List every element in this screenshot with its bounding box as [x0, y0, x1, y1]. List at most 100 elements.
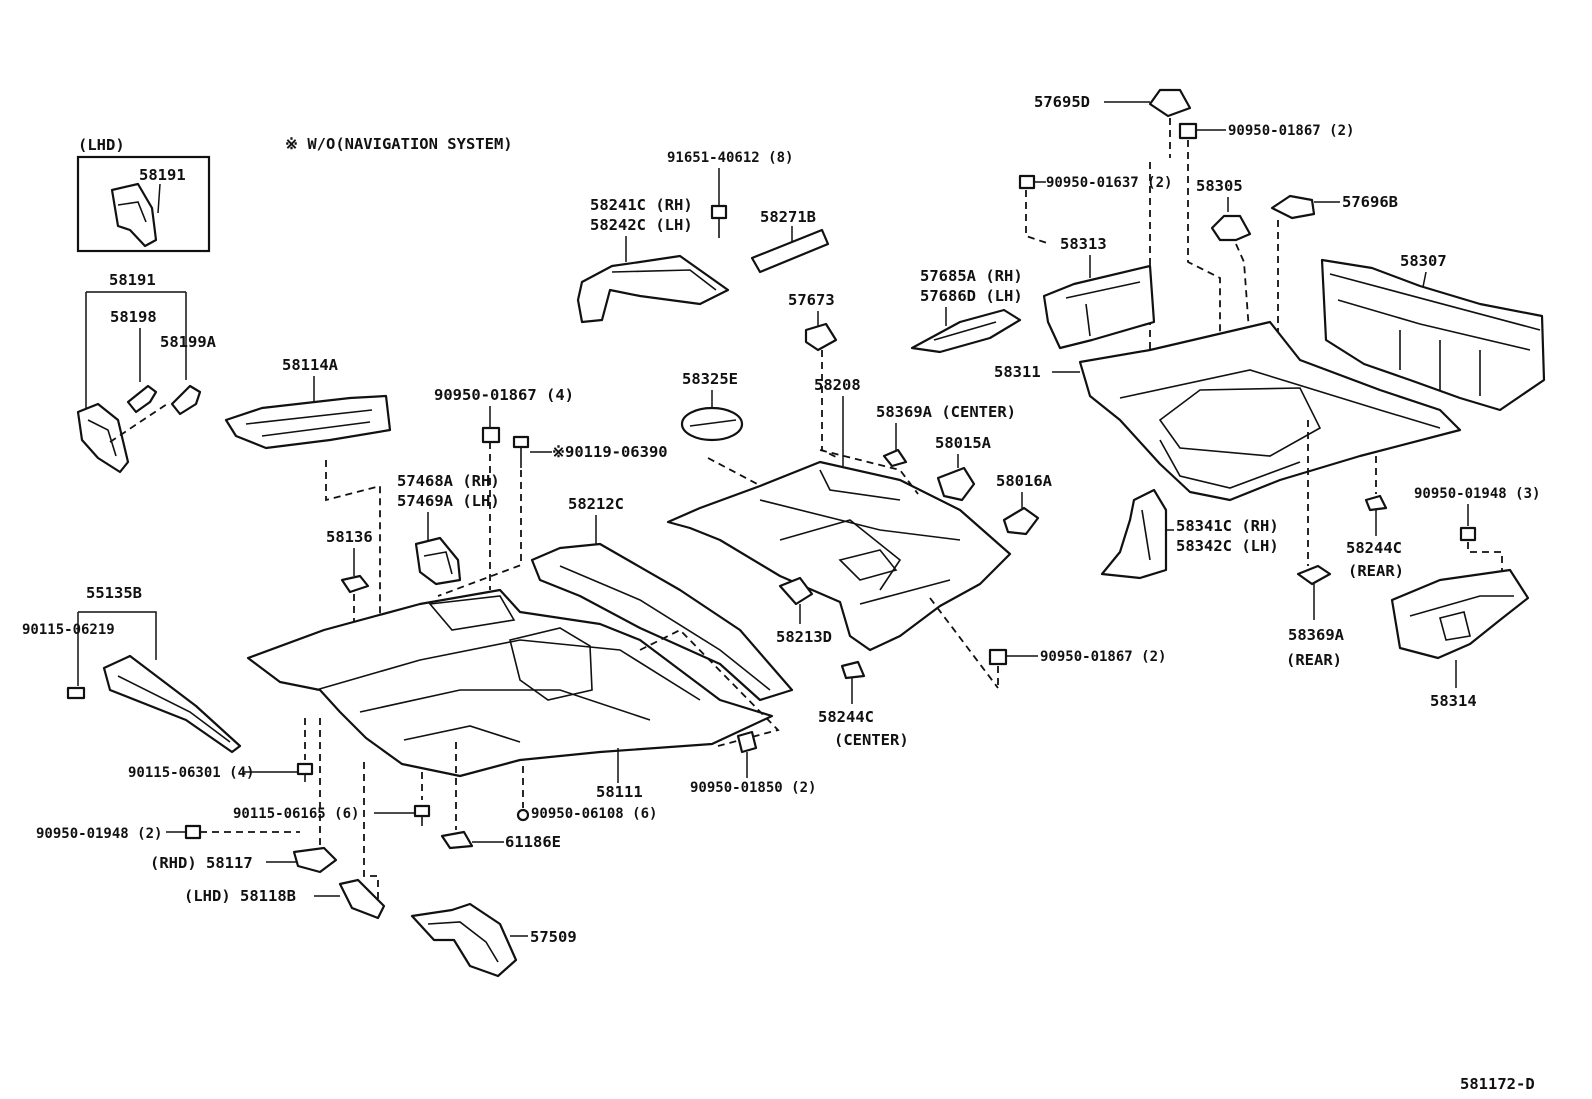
part-bolt-90115-06219 [66, 686, 86, 700]
dash-58212C [639, 628, 780, 747]
label-58311: 58311 [994, 363, 1041, 381]
part-58307 [1320, 258, 1546, 412]
label-58191-inset: 58191 [139, 166, 186, 184]
dash-90950-01637 [1025, 190, 1051, 245]
part-58198 [126, 384, 158, 414]
part-58311 [1078, 320, 1462, 502]
label-57469A: 57469A (LH) [397, 492, 500, 510]
label-91651-40612: 91651-40612 (8) [667, 150, 793, 166]
leader-58191-bracket [85, 291, 187, 410]
label-58199A: 58199A [160, 333, 217, 351]
dash-90950-01867-2b [929, 597, 999, 690]
dash-58199A [109, 401, 171, 443]
part-clip-90950-01867-2b [988, 648, 1008, 666]
label-90119-06390: ※90119-06390 [552, 443, 668, 461]
label-58016A: 58016A [996, 472, 1053, 490]
label-57685A: 57685A (RH) [920, 267, 1023, 285]
label-58341C: 58341C (RH) [1176, 517, 1279, 535]
part-58341C [1100, 488, 1168, 580]
part-clip-90950-01948-3 [1459, 526, 1477, 542]
part-58117 [292, 846, 338, 874]
label-58136: 58136 [326, 528, 373, 546]
part-clip-90950-01637 [1018, 174, 1036, 190]
part-58271B [750, 228, 830, 274]
label-90950-01948-2: 90950-01948 (2) [36, 826, 162, 842]
label-58191: 58191 [109, 271, 156, 289]
label-90950-01850: 90950-01850 (2) [690, 780, 816, 796]
label-58244C-rear: 58244C [1346, 539, 1402, 557]
label-58244C-center-sub: (CENTER) [834, 731, 909, 749]
part-58213D [778, 576, 814, 606]
part-58136 [340, 574, 370, 594]
part-58191 [76, 402, 130, 474]
label-58305: 58305 [1196, 177, 1243, 195]
part-clip-90950-01948-2 [184, 824, 202, 840]
part-58114A [224, 394, 392, 450]
part-58118B [338, 878, 386, 920]
label-61186E: 61186E [505, 833, 561, 851]
label-58342C: 58342C (LH) [1176, 537, 1279, 555]
part-plug-90950-01850 [736, 730, 758, 754]
part-58016A [1002, 506, 1040, 536]
label-58314: 58314 [1430, 692, 1477, 710]
label-58369A-rear-sub: (REAR) [1286, 651, 1342, 669]
part-58305 [1210, 214, 1252, 242]
label-90115-06301: 90115-06301 (4) [128, 765, 254, 781]
leader-55135B [77, 611, 157, 686]
part-58313 [1042, 264, 1156, 350]
label-57686D: 57686D (LH) [920, 287, 1023, 305]
part-58325E [680, 406, 744, 442]
part-58111 [246, 588, 774, 778]
part-57509 [410, 902, 518, 978]
label-57468A: 57468A (RH) [397, 472, 500, 490]
part-clip-90950-01867-2a [1178, 122, 1198, 140]
part-58369A-rear [1296, 564, 1332, 586]
lhd-inset-box [76, 155, 211, 253]
label-57509: 57509 [530, 928, 577, 946]
part-bolt-90115-06301 [296, 762, 314, 782]
label-58242C: 58242C (LH) [590, 216, 693, 234]
label-90950-01867-4: 90950-01867 (4) [434, 386, 574, 404]
label-58369A-center: 58369A (CENTER) [876, 403, 1016, 421]
label-90115-06219: 90115-06219 [22, 622, 115, 638]
label-58111: 58111 [596, 783, 643, 801]
part-grommet-90950-06108 [516, 808, 530, 822]
label-58213D: 58213D [776, 628, 832, 646]
label-58208: 58208 [814, 376, 861, 394]
dash-57673 [821, 350, 839, 459]
label-58114A: 58114A [282, 356, 339, 374]
label-58212C: 58212C [568, 495, 624, 513]
label-58244C-center: 58244C [818, 708, 874, 726]
label-58271B: 58271B [760, 208, 816, 226]
part-61186E [440, 830, 474, 850]
part-55135B [102, 654, 242, 754]
dash-58325E [707, 457, 781, 497]
part-clip-90950-01867-4 [481, 426, 501, 444]
part-57696B [1270, 194, 1316, 220]
label-58307: 58307 [1400, 252, 1447, 270]
navigation-note: ※ W/O(NAVIGATION SYSTEM) [285, 135, 513, 153]
dash-58114A [325, 460, 381, 690]
dash-90950-01948-3 [1467, 542, 1503, 600]
label-58118B: (LHD) 58118B [184, 887, 296, 905]
label-58241C: 58241C (RH) [590, 196, 693, 214]
label-58369A-rear: 58369A [1288, 626, 1345, 644]
part-57685A [910, 308, 1022, 354]
label-90950-06108: 90950-06108 (6) [531, 806, 657, 822]
label-57696B: 57696B [1342, 193, 1398, 211]
label-90950-01867-2a: 90950-01867 (2) [1228, 123, 1354, 139]
part-bolt-90119-06390 [512, 435, 530, 468]
part-58241C [576, 254, 730, 324]
label-90950-01867-2b: 90950-01867 (2) [1040, 649, 1166, 665]
label-58198: 58198 [110, 308, 157, 326]
part-58015A [936, 466, 976, 502]
label-58117: (RHD) 58117 [150, 854, 253, 872]
label-58244C-rear-sub: (REAR) [1348, 562, 1404, 580]
label-58015A: 58015A [935, 434, 992, 452]
part-57673 [804, 322, 838, 352]
label-90950-01948-3: 90950-01948 (3) [1414, 486, 1540, 502]
part-58369A-center [882, 448, 908, 468]
label-90950-01637: 90950-01637 (2) [1046, 175, 1172, 191]
part-bolt-90115-06165 [413, 804, 431, 826]
dash-bracket-58117 [319, 718, 379, 912]
